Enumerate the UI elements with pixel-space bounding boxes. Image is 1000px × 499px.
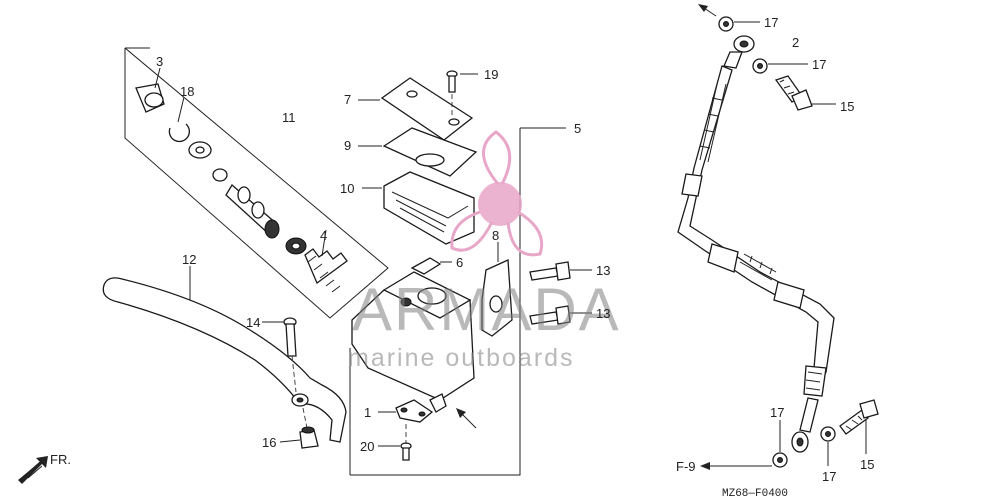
banjo-bolt-bottom-part: [839, 399, 879, 454]
callout-17-upper: 17: [812, 57, 826, 72]
holder-bolt-bottom-part: [529, 305, 592, 325]
master-cylinder-body-part: [351, 271, 475, 413]
callout-18: 18: [180, 84, 194, 99]
watermark-tagline: marine outboards: [348, 344, 575, 372]
callout-9: 9: [344, 138, 351, 153]
callout-13-bottom: 13: [596, 306, 610, 321]
callout-19: 19: [484, 67, 498, 82]
holder-part: [481, 242, 513, 337]
armada-logo: ARMADA marine outboards: [348, 130, 621, 372]
callout-17-top: 17: [764, 15, 778, 30]
front-direction-arrow-icon: [18, 456, 48, 484]
callout-1: 1: [364, 405, 371, 420]
diagram-code: MZ68—F0400: [722, 488, 788, 499]
sealing-washer-lower-right-part: [820, 426, 836, 466]
circlip-part: [168, 96, 190, 143]
pivot-nut-part: [279, 407, 319, 449]
callout-3: 3: [156, 54, 163, 69]
callout-13-top: 13: [596, 263, 610, 278]
callout-6: 6: [456, 255, 463, 270]
sealing-washer-lower-left-part: [772, 420, 788, 468]
hose-direction-arrow-icon: [698, 4, 717, 17]
assembly-frame: [349, 128, 521, 476]
reservoir-cap-part: [358, 77, 474, 141]
callout-11: 11: [282, 110, 296, 125]
callout-7: 7: [344, 92, 351, 107]
callout-16: 16: [262, 435, 276, 450]
piston-part: [212, 168, 280, 239]
brake-lever-part: [102, 266, 347, 443]
callout-labels: 3 18 11 4 12 14 16 7 19 9 10 5 8 6 13 13…: [156, 15, 874, 484]
washer-part: [188, 141, 212, 159]
callout-17-lower-right: 17: [822, 469, 836, 484]
callout-2: 2: [792, 35, 799, 50]
switch-screw-part: [378, 424, 412, 461]
piston-kit-frame: [124, 47, 389, 319]
sealing-washer-upper-part: [752, 58, 808, 74]
callout-4: 4: [320, 228, 327, 243]
diaphragm-part: [362, 171, 475, 245]
cap-screw-part: [446, 70, 478, 118]
callout-12: 12: [182, 252, 196, 267]
assembly-arrow-icon: [456, 408, 477, 429]
front-label: FR.: [50, 452, 71, 467]
callout-8: 8: [492, 228, 499, 243]
holder-bolt-top-part: [529, 261, 592, 281]
boot-part: [135, 67, 165, 113]
watermark-brand: ARMADA: [352, 276, 621, 343]
callout-15-bottom: 15: [860, 457, 874, 472]
pivot-bolt-part: [262, 317, 297, 393]
callout-20: 20: [360, 439, 374, 454]
stopper-clip-part: [410, 257, 452, 275]
callout-10: 10: [340, 181, 354, 196]
reference-arrow-icon: [700, 462, 772, 470]
spring-part: [285, 229, 348, 293]
stop-switch-part: [378, 399, 434, 423]
reference-label: F-9: [676, 459, 696, 474]
brake-hose-part: [677, 35, 835, 453]
callout-15-top: 15: [840, 99, 854, 114]
diaphragm-plate-part: [358, 127, 478, 177]
callout-17-lower-left: 17: [770, 405, 784, 420]
sealing-washer-top-part: [718, 16, 760, 32]
banjo-bolt-top-part: [774, 75, 836, 111]
callout-5: 5: [574, 121, 581, 136]
callout-14: 14: [246, 315, 260, 330]
